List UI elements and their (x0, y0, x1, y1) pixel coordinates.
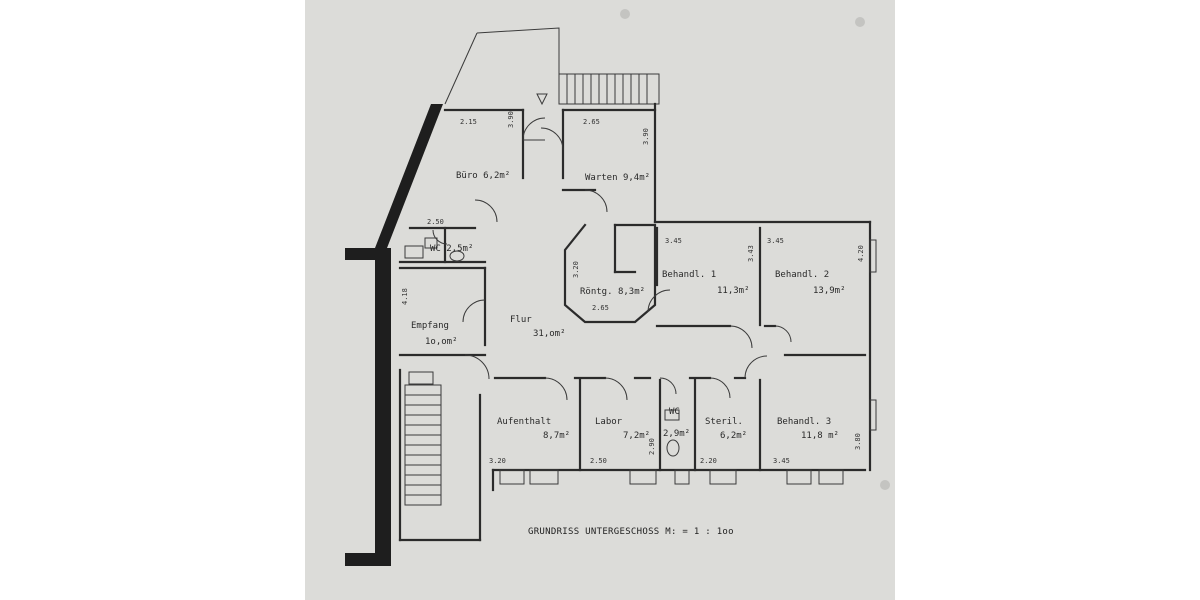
sanitary-fixtures (404, 237, 680, 457)
dim-b2-h: 4.20 (857, 245, 865, 262)
room-label-roentg: Röntg. 8,3m² (580, 287, 645, 297)
doors (432, 117, 792, 401)
outer-wall-west (345, 104, 443, 566)
dim-b1-w: 3.45 (665, 237, 682, 245)
plan-title: GRUNDRISS UNTERGESCHOSS M: = 1 : 1oo (528, 527, 734, 537)
room-label-empfang-area: 1o,om² (425, 337, 458, 347)
dim-b3-w: 3.45 (773, 457, 790, 465)
windows (499, 239, 877, 485)
room-label-flur-area: 31,om² (533, 329, 566, 339)
staircase (404, 371, 442, 506)
room-label-flur-name: Flur (510, 315, 532, 325)
room-label-warten: Warten 9,4m² (585, 173, 650, 183)
dim-b1-h: 3.43 (747, 245, 755, 262)
dim-steril-w: 2.20 (700, 457, 717, 465)
room-label-empfang-name: Empfang (411, 321, 449, 331)
punch-hole (620, 9, 630, 19)
dim-buero-h: 3.90 (507, 111, 515, 128)
interior-walls (398, 102, 872, 542)
room-label-behandl-1-area: 11,3m² (717, 286, 750, 296)
dim-buero-w: 2.15 (460, 118, 477, 126)
room-label-wc-bottom-name: WC (669, 407, 680, 417)
entrance-area (444, 27, 660, 106)
dim-empfang-h: 4.18 (401, 288, 409, 305)
room-label-behandl-3-area: 11,8 m² (801, 431, 839, 441)
room-label-steril-area: 6,2m² (720, 431, 747, 441)
room-label-labor-name: Labor (595, 417, 623, 427)
punch-hole (855, 17, 865, 27)
dim-labor-h: 2.90 (648, 438, 656, 455)
room-label-behandl-2-area: 13,9m² (813, 286, 846, 296)
room-label-aufenthalt-name: Aufenthalt (497, 417, 551, 427)
dim-warten-h: 3.90 (642, 128, 650, 145)
dim-labor-w: 2.50 (590, 457, 607, 465)
room-label-wc-top: WC 2,5m² (430, 244, 473, 254)
dim-aufenthalt-w: 3.20 (489, 457, 506, 465)
dim-b2-w: 3.45 (767, 237, 784, 245)
dim-roentg-h: 3.20 (572, 261, 580, 278)
room-label-behandl-2-name: Behandl. 2 (775, 270, 829, 280)
dim-wc-w: 2.50 (427, 218, 444, 226)
paper-sheet: Büro 6,2m² Warten 9,4m² WC 2,5m² Röntg. … (305, 0, 895, 600)
room-label-labor-area: 7,2m² (623, 431, 650, 441)
room-label-buero: Büro 6,2m² (456, 171, 510, 181)
room-label-steril-name: Steril. (705, 417, 743, 427)
room-label-aufenthalt-area: 8,7m² (543, 431, 570, 441)
dim-warten-w: 2.65 (583, 118, 600, 126)
room-label-behandl-3-name: Behandl. 3 (777, 417, 831, 427)
punch-hole (880, 480, 890, 490)
dim-roentg-w: 2.65 (592, 304, 609, 312)
room-label-behandl-1-name: Behandl. 1 (662, 270, 716, 280)
room-label-wc-bottom-area: 2,9m² (663, 429, 690, 439)
floor-plan: Büro 6,2m² Warten 9,4m² WC 2,5m² Röntg. … (345, 9, 890, 566)
dim-b3-h: 3.80 (854, 433, 862, 450)
